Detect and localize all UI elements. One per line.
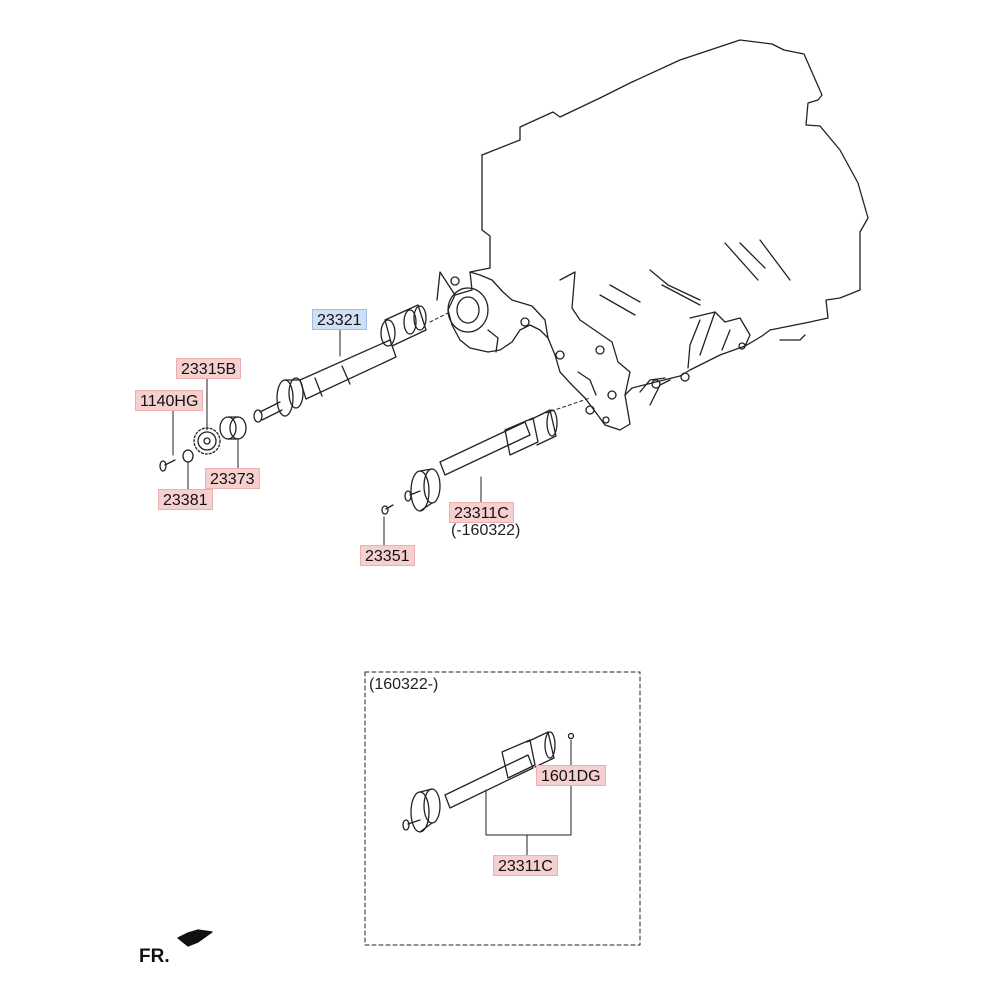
leader-lines [172, 329, 482, 546]
callout-23381[interactable]: 23381 [158, 489, 213, 510]
callout-23311c-upper[interactable]: 23311C [449, 502, 514, 523]
upper-date-range-note: (-160322) [451, 522, 521, 539]
callout-1601dg[interactable]: 1601DG [536, 765, 606, 786]
callout-23321[interactable]: 23321 [312, 309, 367, 330]
sprocket-part [193, 427, 221, 455]
alignment-guides [429, 311, 591, 416]
balance-shaft-assembly [253, 304, 427, 423]
front-direction-arrow-icon [177, 929, 213, 947]
inset-date-range-note: (160322-) [369, 676, 439, 693]
bolt-23351 [381, 504, 394, 515]
inset-leader-lines [485, 739, 572, 856]
spacer-part [219, 416, 247, 440]
engine-block-outline [436, 39, 869, 431]
callout-23373[interactable]: 23373 [205, 468, 260, 489]
callout-23315b[interactable]: 23315B [176, 358, 242, 379]
callout-1140hg[interactable]: 1140HG [135, 390, 204, 411]
callout-23351[interactable]: 23351 [360, 545, 415, 566]
callout-23311c-lower[interactable]: 23311C [493, 855, 558, 876]
lower-shaft-23311c [402, 731, 575, 833]
inset-frame [364, 671, 641, 946]
front-direction-label: FR. [139, 946, 170, 967]
upper-shaft-23311c [404, 409, 558, 512]
